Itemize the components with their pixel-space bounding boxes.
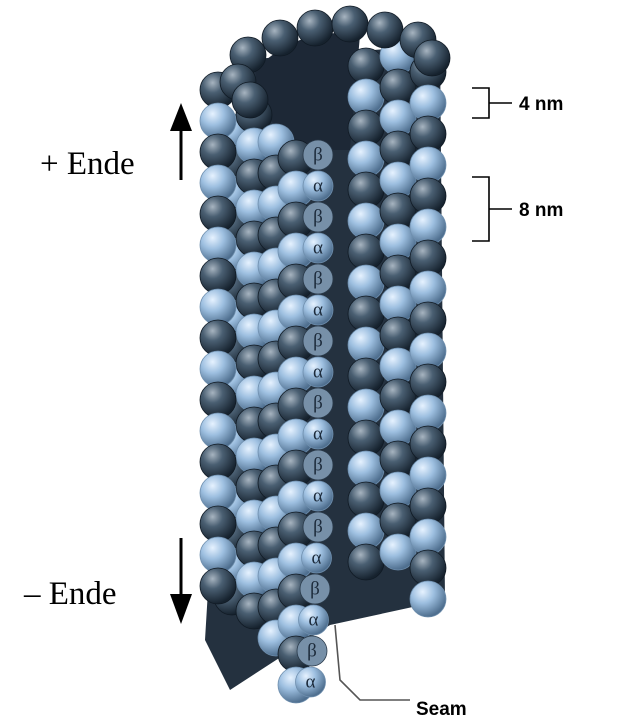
alpha-tubulin bbox=[410, 519, 446, 555]
subunit-label: β bbox=[313, 393, 323, 414]
subunit-label: β bbox=[313, 331, 323, 352]
beta-tubulin bbox=[414, 40, 450, 76]
beta-tubulin bbox=[348, 544, 384, 580]
subunit-label: α bbox=[313, 238, 323, 259]
beta-tubulin bbox=[200, 506, 236, 542]
alpha-tubulin bbox=[410, 581, 446, 617]
beta-tubulin bbox=[332, 6, 368, 42]
beta-tubulin bbox=[410, 550, 446, 586]
subunit-label: β bbox=[307, 641, 317, 662]
subunit-label: β bbox=[313, 455, 323, 476]
subunit-label: α bbox=[313, 424, 323, 445]
subunit-label: α bbox=[313, 362, 323, 383]
subunit-label: α bbox=[312, 548, 322, 569]
seam-label: Seam bbox=[416, 699, 467, 720]
beta-tubulin bbox=[348, 48, 384, 84]
subunit-label: α bbox=[309, 610, 319, 631]
plus-end-label: + Ende bbox=[40, 146, 135, 182]
bracket-4nm bbox=[472, 88, 512, 118]
subunit-label: β bbox=[313, 145, 323, 166]
alpha-tubulin bbox=[410, 85, 446, 121]
alpha-tubulin bbox=[348, 513, 384, 549]
alpha-tubulin bbox=[348, 79, 384, 115]
bracket-8nm bbox=[472, 177, 512, 241]
subunit-label: β bbox=[313, 517, 323, 538]
subunit-label: α bbox=[313, 176, 323, 197]
subunit-label: α bbox=[313, 300, 323, 321]
beta-tubulin bbox=[367, 12, 403, 48]
beta-tubulin bbox=[200, 568, 236, 604]
down-arrow-icon bbox=[170, 538, 192, 624]
subunit-label: β bbox=[310, 579, 320, 600]
beta-tubulin bbox=[297, 10, 333, 46]
up-arrow-icon bbox=[170, 103, 192, 180]
beta-tubulin bbox=[410, 488, 446, 524]
alpha-tubulin bbox=[200, 537, 236, 573]
dimension-8nm-label: 8 nm bbox=[519, 200, 563, 221]
subunit-label: α bbox=[306, 672, 316, 693]
beta-tubulin bbox=[262, 20, 298, 56]
subunit-label: α bbox=[313, 486, 323, 507]
subunit-label: β bbox=[313, 269, 323, 290]
minus-end-label: – Ende bbox=[23, 576, 117, 612]
subunit-label: β bbox=[313, 207, 323, 228]
seam-pointer-line bbox=[335, 625, 410, 700]
beta-tubulin bbox=[348, 482, 384, 518]
beta-tubulin bbox=[232, 82, 268, 118]
dimension-4nm-label: 4 nm bbox=[519, 94, 563, 115]
